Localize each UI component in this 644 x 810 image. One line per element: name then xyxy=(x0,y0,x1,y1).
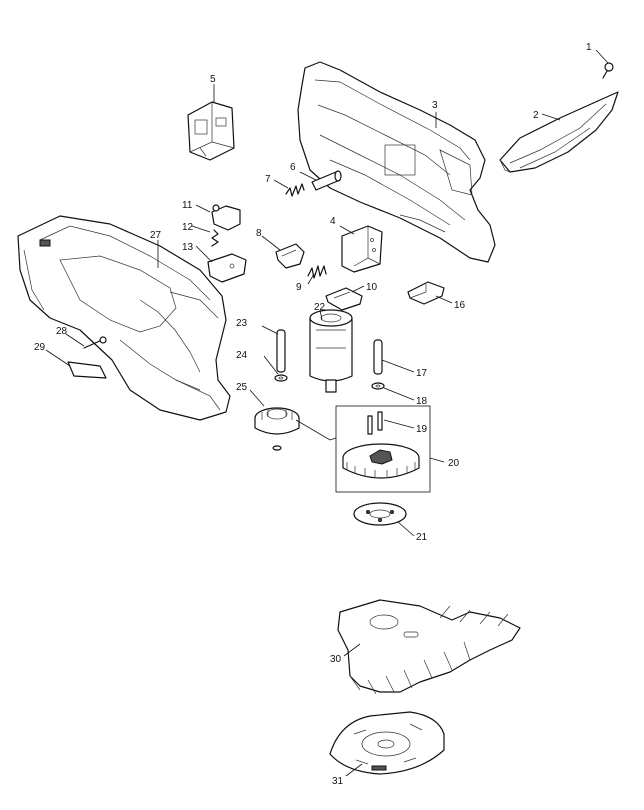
callout-16: 16 xyxy=(454,300,466,311)
part-1-screw xyxy=(602,62,614,79)
callout-5: 5 xyxy=(210,74,216,85)
part-28-screw xyxy=(83,336,107,349)
part-4-block xyxy=(341,225,383,273)
callout-18: 18 xyxy=(416,396,428,407)
callout-13: 13 xyxy=(182,242,194,253)
callout-27: 27 xyxy=(150,230,162,241)
part-8-clip xyxy=(275,243,305,269)
callout-19: 19 xyxy=(416,424,428,435)
callout-20: 20 xyxy=(448,458,460,469)
leader-lines xyxy=(45,49,609,777)
callout-8: 8 xyxy=(256,228,262,239)
part-21-disc xyxy=(353,502,407,526)
callout-30: 30 xyxy=(330,654,342,665)
part-6-cylinder xyxy=(311,170,342,191)
callout-17: 17 xyxy=(416,368,428,379)
part-7-spring xyxy=(285,183,305,197)
callout-24: 24 xyxy=(236,350,248,361)
callout-23: 23 xyxy=(236,318,248,329)
part-27-handle-housing xyxy=(17,215,231,421)
callout-4: 4 xyxy=(330,216,336,227)
callout-2: 2 xyxy=(533,110,539,121)
callout-25: 25 xyxy=(236,382,248,393)
part-25-gear xyxy=(254,407,300,451)
part-13-lever xyxy=(207,253,247,283)
callout-22: 22 xyxy=(314,302,326,313)
callout-6: 6 xyxy=(290,162,296,173)
callout-12: 12 xyxy=(182,222,194,233)
callout-28: 28 xyxy=(56,326,68,337)
part-29-label xyxy=(67,361,107,379)
callout-21: 21 xyxy=(416,532,428,543)
part-10-bracket xyxy=(325,287,363,311)
part-17-pin xyxy=(373,339,383,375)
callout-10: 10 xyxy=(366,282,378,293)
callout-7: 7 xyxy=(265,174,271,185)
part-12-spring xyxy=(211,229,219,247)
part-3-housing xyxy=(297,61,496,263)
callout-9: 9 xyxy=(296,282,302,293)
part-9-spring xyxy=(307,265,327,279)
callout-11: 11 xyxy=(182,200,193,211)
part-23-pin xyxy=(276,329,286,373)
callout-labels: 1 2 3 4 5 6 7 8 9 10 11 12 13 16 17 18 1… xyxy=(34,42,592,787)
part-18-washer xyxy=(371,382,385,390)
part-22-motor xyxy=(309,309,353,393)
callout-29: 29 xyxy=(34,342,46,353)
callout-1: 1 xyxy=(586,42,592,53)
part-31-base-plate xyxy=(329,711,445,775)
part-11-switch xyxy=(211,204,241,231)
part-24-washer xyxy=(274,374,288,382)
part-19-pins xyxy=(367,411,383,435)
part-5-switch-module xyxy=(187,101,235,161)
part-30-blade xyxy=(337,599,521,695)
part-20-group-box xyxy=(335,405,431,493)
callout-31: 31 xyxy=(332,776,344,787)
part-16-block xyxy=(407,281,445,305)
callout-3: 3 xyxy=(432,100,438,111)
part-20-gear xyxy=(342,443,420,479)
part-2-blade-cover xyxy=(499,91,619,173)
